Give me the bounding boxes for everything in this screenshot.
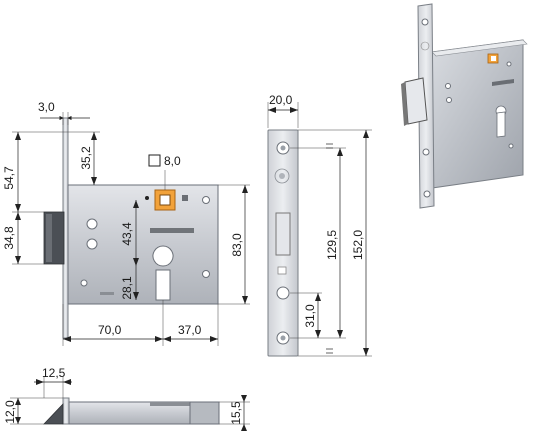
dim-faceplate-inner: 129,5 bbox=[325, 230, 339, 260]
side-faceplate bbox=[62, 397, 70, 425]
dim-side-depth: 12,0 bbox=[3, 400, 17, 424]
case-screw-bottom bbox=[86, 238, 98, 250]
faceplate-small-opening bbox=[277, 266, 287, 275]
dim-faceplate-thickness: 3,0 bbox=[38, 100, 55, 114]
square-symbol-icon bbox=[148, 154, 161, 167]
front-dimensions: 3,0 54,7 34,8 35,2 8,0 43,4 28,1 bbox=[2, 100, 250, 346]
front-view bbox=[43, 117, 219, 339]
case-marking bbox=[100, 292, 114, 295]
faceplate-logo-icon bbox=[274, 168, 290, 184]
dim-square-spindle: 8,0 bbox=[164, 154, 181, 168]
faceplate-latch-opening bbox=[275, 212, 291, 256]
dim-top-to-case: 35,2 bbox=[79, 146, 93, 170]
dim-upper-height: 54,7 bbox=[2, 166, 16, 190]
spindle-stop bbox=[182, 195, 188, 201]
dim-cylinder-to-back: 37,0 bbox=[178, 323, 202, 337]
dim-side-total: 15,5 bbox=[229, 401, 243, 425]
faceplate-view bbox=[267, 129, 299, 357]
case-slot bbox=[150, 228, 194, 233]
cylinder-hole bbox=[152, 245, 174, 301]
dim-case-height: 83,0 bbox=[230, 233, 244, 257]
faceplate-bolt-hole bbox=[276, 286, 290, 300]
side-dimensions: 12,5 12,0 15,5 bbox=[3, 366, 250, 431]
dim-cylinder-height: 28,1 bbox=[120, 276, 134, 300]
side-view bbox=[43, 397, 220, 425]
dim-faceplate-width: 20,0 bbox=[269, 93, 293, 107]
latch-bolt-3d bbox=[404, 77, 428, 125]
dim-faceplate-total: 152,0 bbox=[351, 230, 365, 260]
case-rivet-top-right bbox=[202, 196, 210, 204]
dim-faceplate-lower: 31,0 bbox=[303, 304, 317, 328]
faceplate-dimensions: 20,0 152,0 129,5 31,0 bbox=[267, 93, 372, 357]
cylinder-hole-3d bbox=[496, 111, 506, 138]
case-rivet-bottom-right bbox=[202, 270, 210, 278]
spindle-pin bbox=[145, 196, 149, 200]
case-rivet-bottom-left bbox=[80, 279, 88, 287]
side-latch-bolt bbox=[43, 402, 64, 425]
dim-side-bolt-width: 12,5 bbox=[42, 366, 66, 380]
square-spindle-hole bbox=[159, 194, 171, 206]
dim-bolt-height: 34,8 bbox=[2, 226, 16, 250]
case-screw-top bbox=[86, 218, 98, 230]
dim-backset: 70,0 bbox=[98, 323, 122, 337]
dim-spindle-to-cylinder: 43,4 bbox=[120, 222, 134, 246]
lock-3d-view bbox=[401, 3, 528, 209]
latch-bolt-shade bbox=[46, 214, 52, 262]
